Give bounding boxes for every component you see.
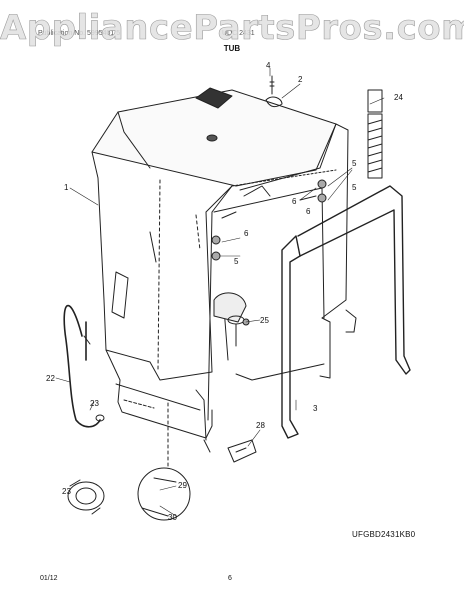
callout-1: 1 — [64, 183, 69, 192]
callout-29: 29 — [178, 481, 187, 490]
top-brackets — [265, 75, 283, 108]
callout-5-right: 5 — [352, 159, 357, 168]
callout-6-right: 6 — [292, 197, 297, 206]
callout-3: 3 — [313, 404, 318, 413]
tub-base — [105, 349, 213, 453]
callout-28: 28 — [256, 421, 265, 430]
door-gasket — [281, 185, 411, 439]
callout-labels: 1 2 3 4 5 5 5 6 6 6 22 23 23 24 25 28 29… — [46, 61, 403, 522]
callout-6-left: 6 — [244, 229, 249, 238]
section-title: TUB — [223, 44, 241, 53]
callout-2: 2 — [298, 75, 303, 84]
model-code: UFGBD2431KB0 — [352, 530, 416, 539]
callout-6-extra: 6 — [306, 207, 311, 216]
hose-clamp — [83, 335, 105, 422]
leader-lines — [55, 67, 385, 517]
callout-22: 22 — [46, 374, 55, 383]
callout-23-detail: 23 — [62, 487, 71, 496]
callout-23: 23 — [90, 399, 99, 408]
model-header: UDC 2431 — [222, 30, 255, 37]
drain-hose — [63, 304, 101, 428]
callout-4: 4 — [266, 61, 271, 70]
callout-5-right-lower: 5 — [352, 183, 357, 192]
footer-page-number: 6 — [228, 575, 232, 582]
tub — [91, 87, 357, 421]
callout-5-left: 5 — [234, 257, 239, 266]
callout-25: 25 — [260, 316, 269, 325]
magnified-detail — [137, 399, 191, 521]
fill-tube — [367, 89, 383, 179]
clamp-detail — [67, 479, 105, 515]
footer-date: 01/12 — [40, 575, 58, 582]
tub-interior — [213, 292, 247, 347]
drain-bracket — [227, 439, 257, 463]
callout-24: 24 — [394, 93, 403, 102]
callout-30: 30 — [168, 513, 177, 522]
publication-number: Publication No. 5995401 5 — [38, 30, 121, 37]
